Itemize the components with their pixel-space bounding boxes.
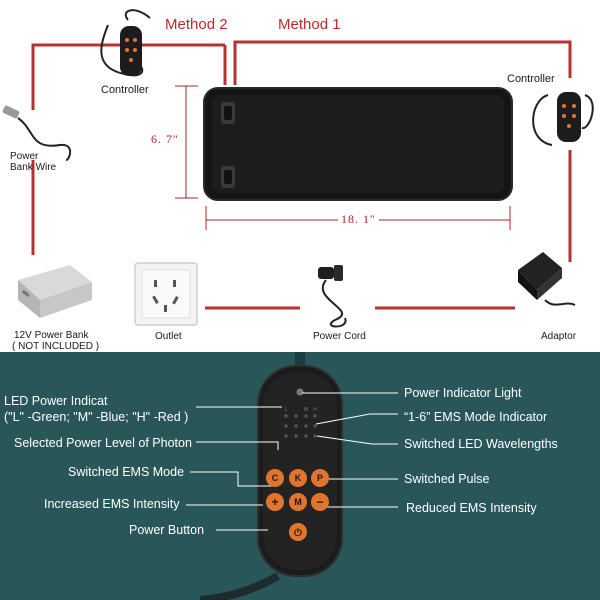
connection-diagram: Method 2 Method 1 Controller Controller …	[2, 9, 594, 352]
heating-pad-graphic	[203, 87, 513, 201]
controller-cable-bottom	[199, 572, 280, 600]
power-bank-label-line1: 12V Power Bank	[14, 330, 89, 341]
label-switched-ems-mode: Switched EMS Mode	[68, 465, 185, 479]
power-button-shape	[289, 523, 307, 541]
controller-buttons	[266, 469, 329, 541]
power-cord-graphic	[318, 265, 347, 328]
label-photon-power-level: Selected Power Level of Photon	[14, 436, 192, 450]
method1-line	[233, 40, 572, 85]
p-button-shape	[311, 469, 329, 487]
label-power-indicator-light: Power Indicator Light	[404, 386, 522, 400]
controller-left-label: Controller	[101, 84, 149, 96]
m-button-label: M	[294, 497, 302, 507]
label-reduced-ems-intensity: Reduced EMS Intensity	[406, 501, 537, 515]
plus-button-label: +	[271, 495, 278, 509]
controller-right-label: Controller	[507, 73, 555, 85]
label-switched-led-wavelengths: Switched LED Wavelengths	[404, 437, 558, 451]
power-indicator-light	[296, 388, 304, 396]
method1-label: Method 1	[278, 16, 341, 33]
controller-left-graphic	[100, 9, 151, 77]
k-button-shape	[289, 469, 307, 487]
method2-line	[31, 43, 225, 110]
p-button-label: P	[317, 473, 323, 483]
outlet-label: Outlet	[155, 331, 182, 342]
indicator-dots	[284, 414, 317, 438]
height-dimension-line	[175, 85, 198, 199]
power-bank-graphic	[18, 265, 92, 318]
plus-button-shape	[266, 493, 284, 511]
indicator-letter-l: L	[285, 407, 288, 413]
adaptor-label: Adaptor	[541, 331, 577, 342]
method2-label: Method 2	[165, 16, 228, 33]
controller-right-graphic	[532, 92, 594, 146]
power-bank-wire-label-line2: Bank Wire	[10, 162, 57, 173]
c-button-shape	[266, 469, 284, 487]
label-led-power-indicator: LED Power Indicat	[4, 394, 108, 408]
label-ems-mode-indicator: “1-6” EMS Mode Indicator	[404, 410, 548, 424]
label-power-button: Power Button	[129, 523, 205, 537]
power-bank-wire-label-line1: Power	[10, 151, 39, 162]
controller-detail-graphic: L M H	[186, 352, 398, 600]
indicator-letter-h: H	[313, 407, 317, 413]
power-bank-label-line2: ( NOT INCLUDED )	[12, 341, 100, 352]
k-button-label: K	[295, 473, 302, 483]
connection-lines-graphic	[2, 9, 594, 328]
height-dimension-label: 6. 7″	[151, 132, 179, 146]
label-switched-pulse: Switched Pulse	[404, 472, 490, 486]
m-button-shape	[289, 493, 307, 511]
minus-button-label: −	[316, 495, 323, 509]
power-button-label: ⏻	[294, 527, 302, 539]
outlet-graphic	[134, 262, 198, 326]
label-increased-ems-intensity: Increased EMS Intensity	[44, 497, 180, 511]
minus-button-shape	[311, 493, 329, 511]
indicator-letter-m: M	[304, 407, 308, 413]
c-button-label: C	[272, 473, 279, 483]
callout-lines	[186, 392, 398, 531]
width-dimension-label: 18. 1″	[338, 212, 379, 227]
label-led-color-key: ("L" -Green; "M" -Blue; "H" -Red )	[4, 410, 189, 424]
controller-detail-panel: L M H	[0, 352, 600, 600]
adaptor-graphic	[518, 252, 576, 306]
power-cord-label: Power Cord	[313, 331, 366, 342]
power-bank-wire-graphic	[2, 105, 72, 161]
